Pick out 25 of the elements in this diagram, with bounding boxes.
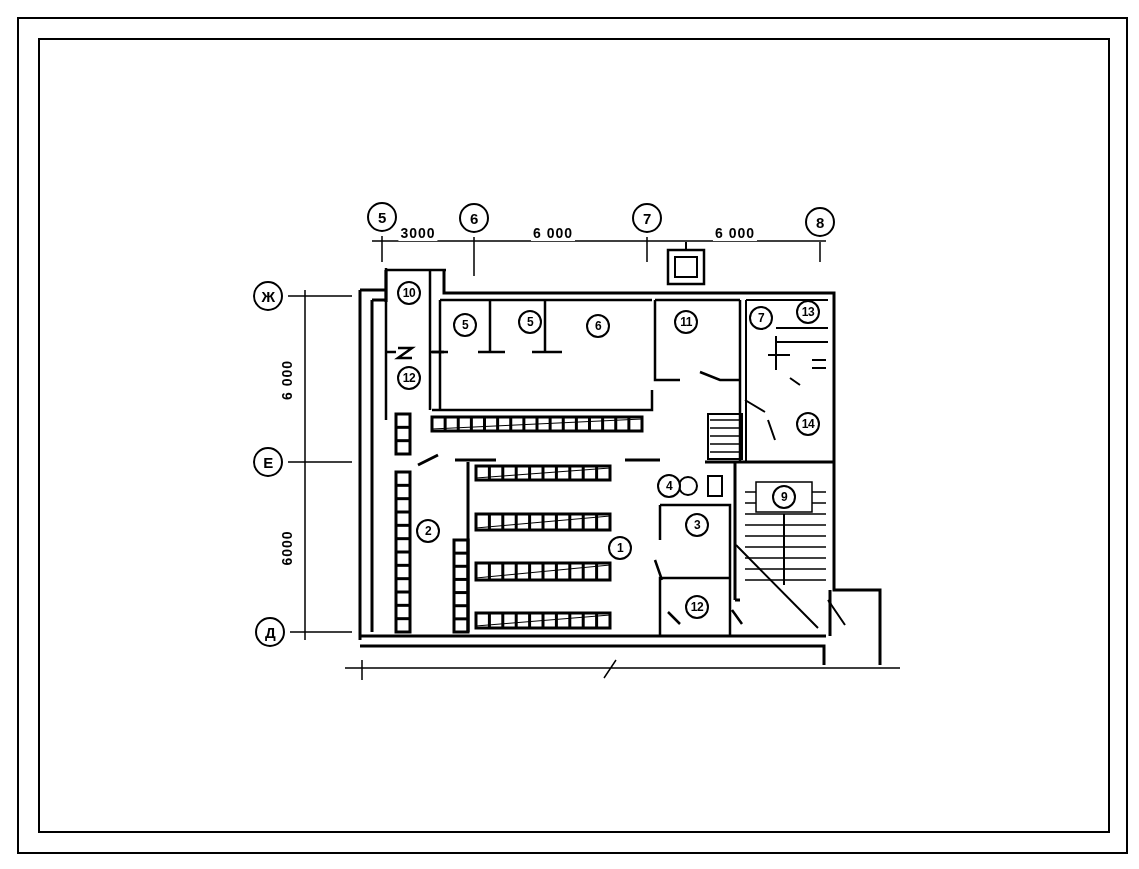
room-number-marker: 7 [749, 306, 773, 330]
room-number-marker: 5 [453, 313, 477, 337]
room-number-marker: 13 [796, 300, 820, 324]
dimension-label: 6 000 [713, 225, 757, 241]
room-number-marker: 10 [397, 281, 421, 305]
axis-marker: 6 [459, 203, 489, 233]
dimension-label: 6 000 [279, 358, 295, 402]
axis-marker: 8 [805, 207, 835, 237]
room-number-marker: 1 [608, 536, 632, 560]
axis-marker: Ж [253, 281, 283, 311]
axis-marker: 5 [367, 202, 397, 232]
room-number-marker: 5 [518, 310, 542, 334]
room-number-marker: 12 [397, 366, 421, 390]
dimension-label: 6 000 [531, 225, 575, 241]
room-number-marker: 6 [586, 314, 610, 338]
axis-marker: 7 [632, 203, 662, 233]
room-number-marker: 2 [416, 519, 440, 543]
room-number-marker: 14 [796, 412, 820, 436]
dimension-label: 3000 [398, 225, 438, 241]
room-number-marker: 4 [657, 474, 681, 498]
room-number-marker: 11 [674, 310, 698, 334]
axis-marker: Д [255, 617, 285, 647]
room-number-marker: 12 [685, 595, 709, 619]
axis-marker: Е [253, 447, 283, 477]
room-number-marker: 3 [685, 513, 709, 537]
